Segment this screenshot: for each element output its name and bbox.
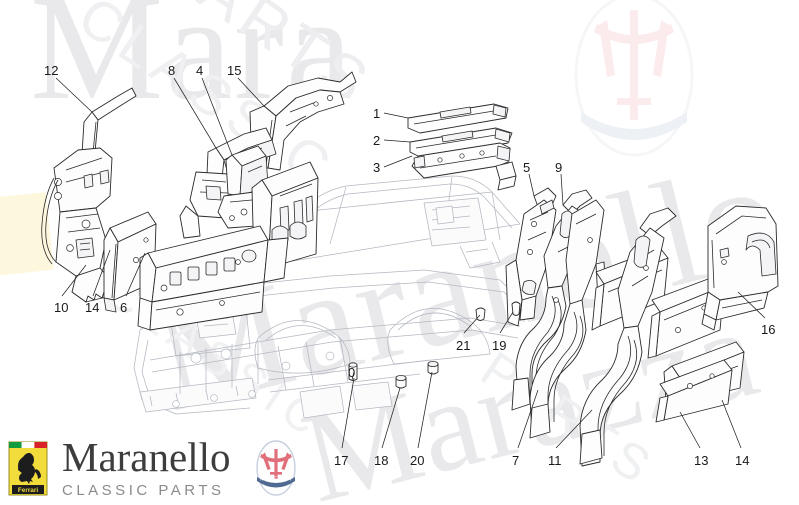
leader-line-6 (125, 252, 146, 297)
small-hardware-parts (348, 301, 521, 389)
leader-line-9 (560, 173, 564, 206)
part-11-rh-outer-side-frame-panel (579, 207, 725, 467)
brand-tagline: CLASSIC PARTS (62, 482, 225, 499)
callout-number-0[interactable]: 0 (348, 365, 356, 380)
callout-number-8[interactable]: 8 (168, 63, 176, 78)
part-10-lh-front-pillar-assembly (41, 147, 113, 303)
callout-number-18[interactable]: 18 (374, 453, 389, 468)
leader-line-8 (173, 77, 217, 149)
ferrari-wordmark: Ferrari (18, 486, 38, 493)
callout-number-7[interactable]: 7 (512, 453, 520, 468)
callout-number-19[interactable]: 19 (492, 338, 507, 353)
leader-line-16 (737, 291, 766, 319)
leader-line-14 (92, 249, 111, 297)
callout-number-15[interactable]: 15 (227, 63, 242, 78)
part-2-middle-roof-rail-panel (409, 127, 513, 159)
leader-line-5 (528, 173, 535, 197)
leader-line-19 (499, 311, 514, 334)
maserati-logo-icon: MASERATI (252, 439, 300, 497)
callout-number-9[interactable]: 9 (555, 160, 563, 175)
callout-number-11[interactable]: 11 (548, 453, 562, 468)
part-9-rear-quarter-outer-frame (511, 189, 593, 411)
part-5-rear-quarter-inner-panel (505, 187, 557, 327)
brand-name: Maranello (62, 434, 231, 480)
leader-line-0 (351, 371, 355, 381)
part-4-inner-b-pillar-bracket (217, 145, 269, 229)
callout-number-16[interactable]: 16 (761, 322, 776, 337)
leader-line-13 (679, 411, 701, 449)
callout-number-13[interactable]: 13 (694, 453, 709, 468)
part-6-rh-inner-sill-assembly (137, 161, 319, 331)
brand-text-block: Maranello CLASSIC PARTS (62, 434, 231, 500)
callout-number-12[interactable]: 12 (44, 63, 59, 78)
leader-line-3 (383, 155, 413, 168)
callout-number-21[interactable]: 21 (456, 338, 471, 353)
callout-number-1[interactable]: 1 (373, 106, 381, 121)
leader-line-21 (463, 314, 481, 334)
leader-line-7 (517, 389, 539, 449)
callout-number-6[interactable]: 6 (120, 300, 128, 315)
leader-line-10 (61, 264, 87, 297)
callout-number-3[interactable]: 3 (373, 160, 381, 175)
callout-number-14[interactable]: 14 (85, 300, 100, 315)
part-16-rear-wheel-arch-liner-panel (701, 205, 779, 331)
callout-number-5[interactable]: 5 (523, 160, 531, 175)
ferrari-shield-logo-icon: Ferrari (8, 441, 48, 496)
leader-line-20 (417, 371, 433, 449)
leader-line-1 (383, 112, 409, 119)
callout-number-20[interactable]: 20 (410, 453, 425, 468)
part-14-rh-side-sill-trim-beam (655, 359, 733, 423)
callout-number-17[interactable]: 17 (334, 453, 349, 468)
part-1-upper-roof-rail-trim-panel (407, 103, 509, 134)
leader-line-18 (381, 387, 401, 449)
callout-number-2[interactable]: 2 (373, 133, 381, 148)
callout-number-14[interactable]: 14 (735, 453, 750, 468)
callout-leader-lines (55, 77, 766, 449)
brand-footer: Ferrari Maranello CLASSIC PARTS MASERATI (8, 437, 300, 499)
maserati-wordmark: MASERATI (261, 477, 293, 483)
callout-number-4[interactable]: 4 (196, 63, 204, 78)
leader-line-12 (55, 77, 93, 113)
leader-line-4 (201, 77, 233, 156)
leader-line-14 (721, 399, 742, 449)
leader-line-11 (555, 409, 593, 449)
leader-line-15 (237, 77, 265, 107)
leader-line-2 (383, 139, 411, 143)
callout-number-10[interactable]: 10 (54, 300, 69, 315)
part-3-lower-roof-rail-reinforcement (411, 142, 517, 191)
leader-line-17 (341, 377, 355, 449)
